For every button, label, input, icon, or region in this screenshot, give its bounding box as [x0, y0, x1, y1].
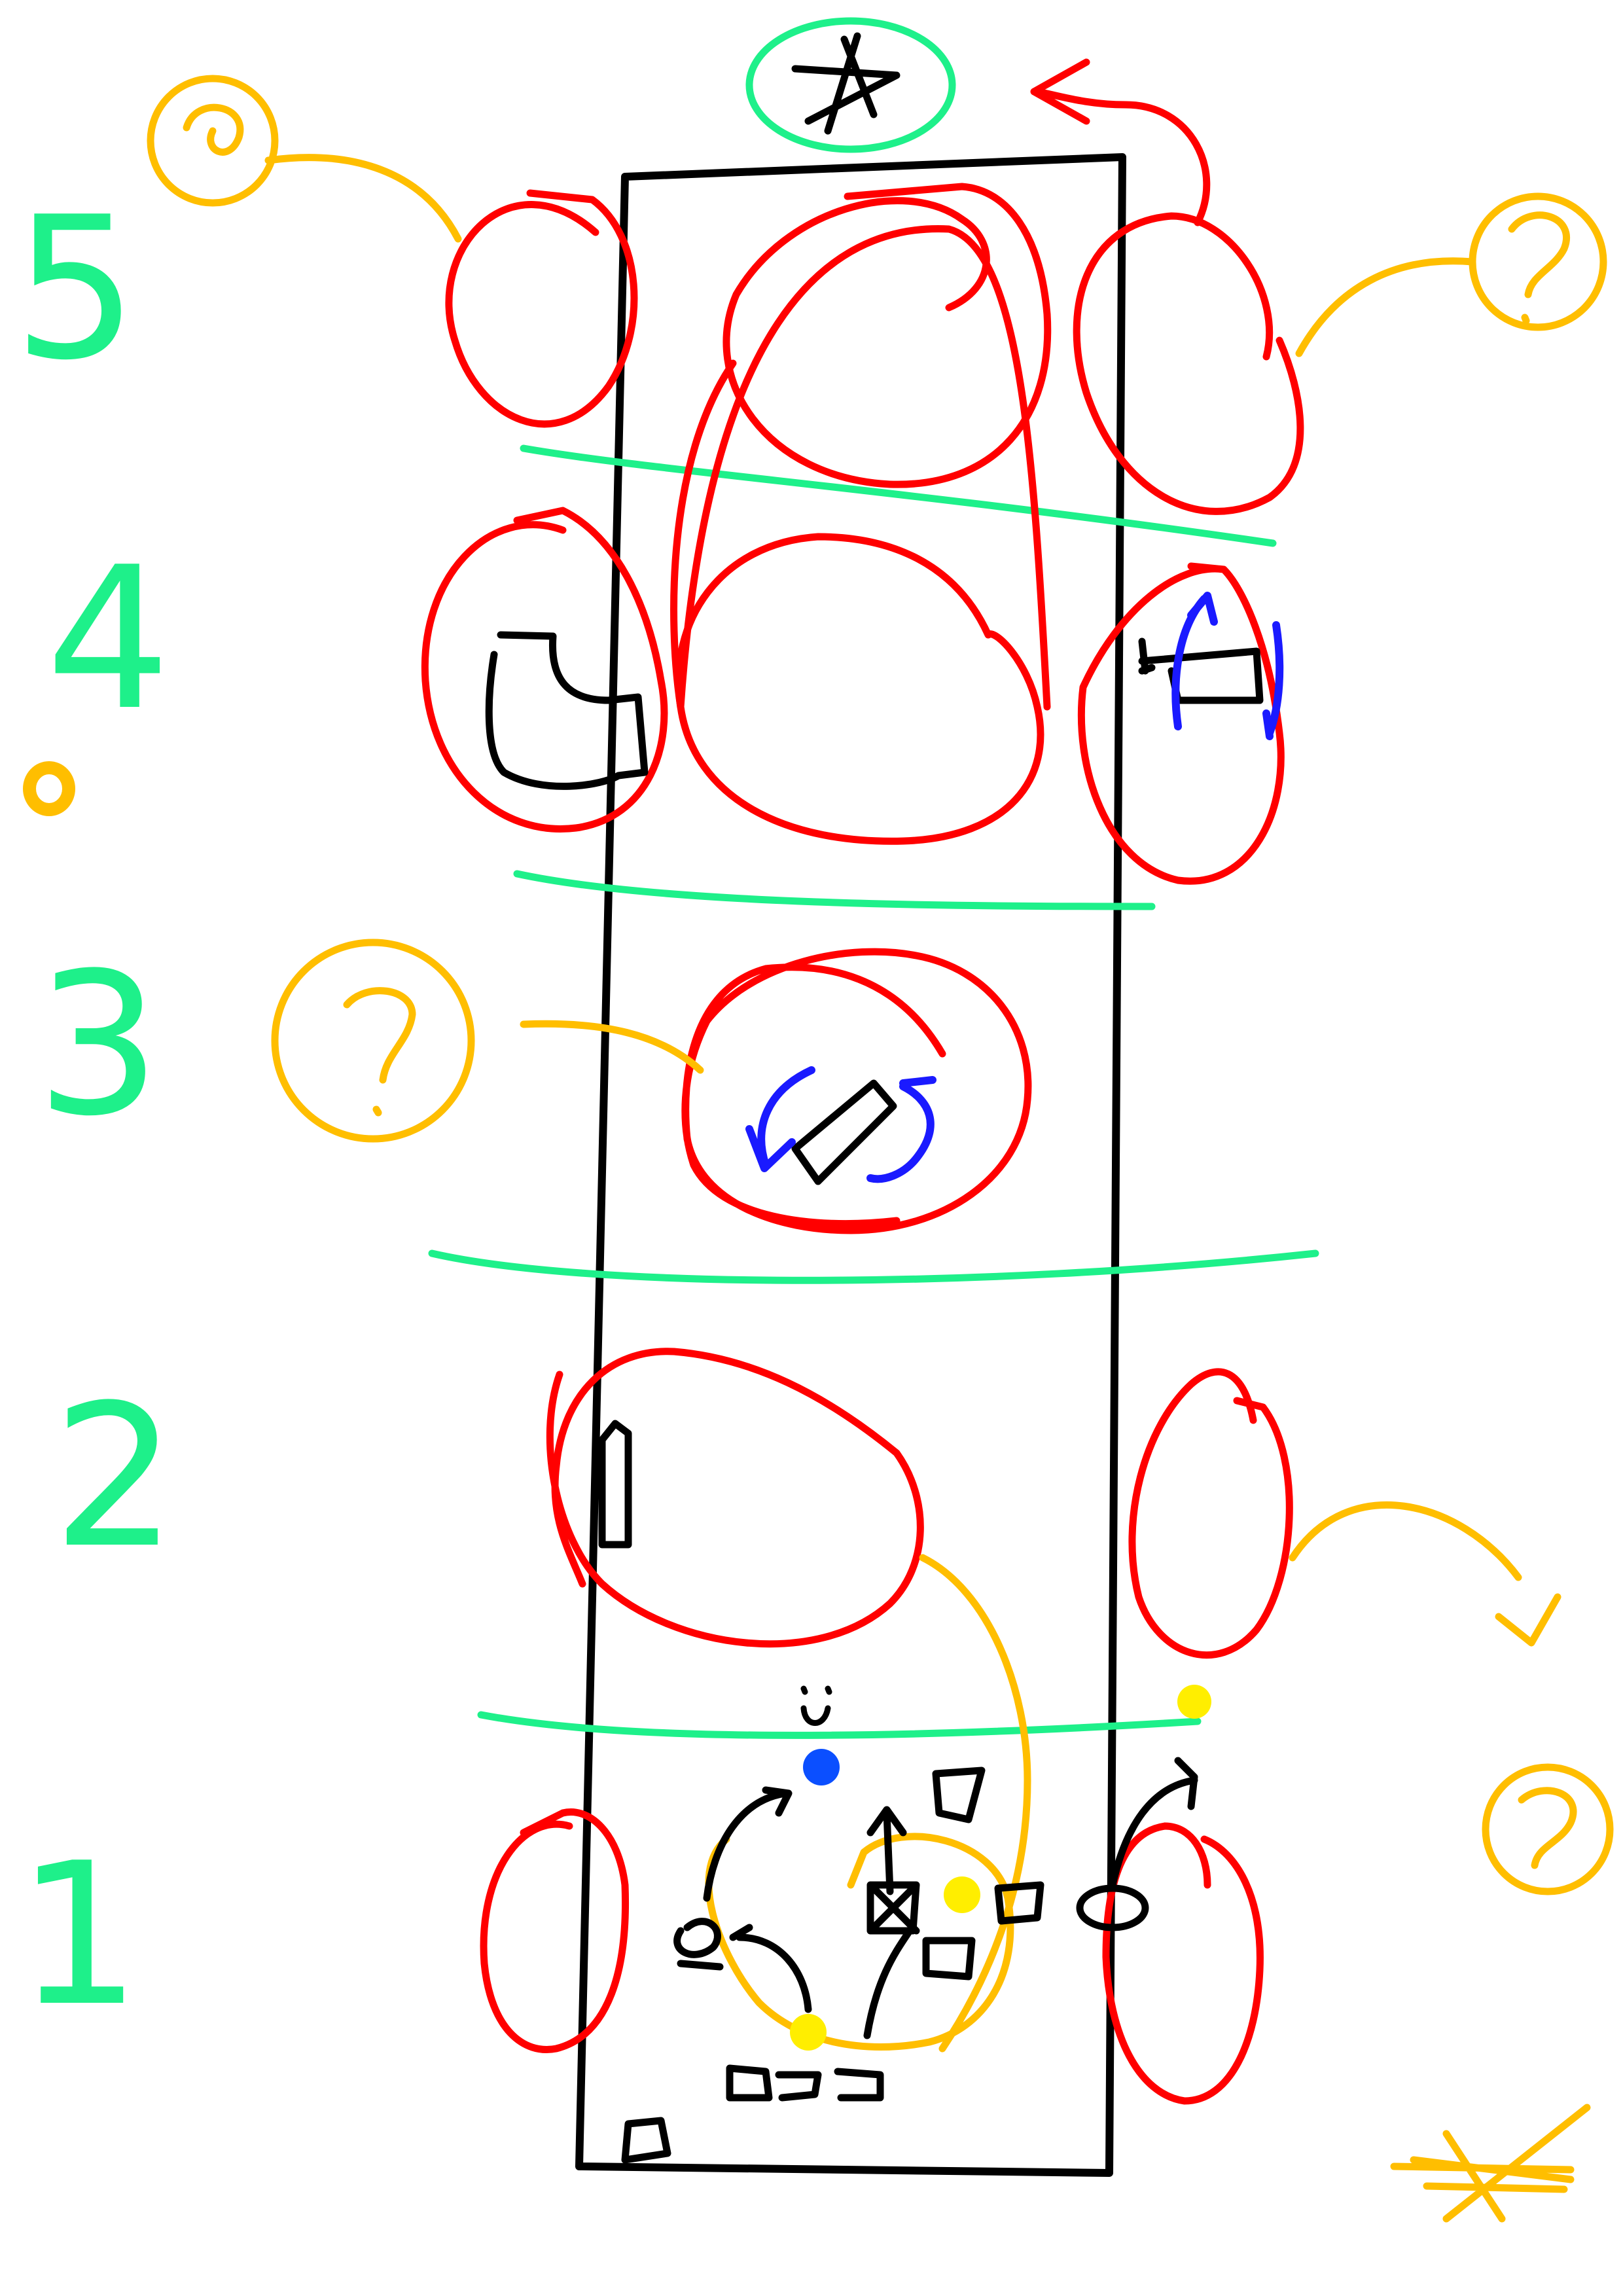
- level1-chair-c: [994, 1881, 1044, 1925]
- level2-right-circle: [1128, 1368, 1293, 1659]
- level4-left-furniture: [485, 631, 649, 790]
- level-1-label: 1: [16, 1821, 141, 2049]
- rotate-left-icon: [745, 1066, 815, 1172]
- level4-right-circle: [1077, 562, 1285, 885]
- level1-left-circle: [480, 1808, 630, 2053]
- asterisk-icon: [1390, 2104, 1591, 2223]
- divider-2-1: [477, 1711, 1202, 1739]
- level1-path-loop: [705, 1833, 1014, 2051]
- orange-dot-marker: [23, 761, 75, 816]
- divider-4-3: [513, 870, 1156, 910]
- arrow-to-blue-dot: [703, 1786, 793, 1902]
- question-circle-icon-level1: [1482, 1763, 1614, 1895]
- star-icon: [791, 32, 901, 135]
- level45-tall-loop: [670, 225, 1051, 711]
- question-mark-level3: [343, 987, 416, 1117]
- leader-top-right: [1295, 257, 1476, 357]
- top-oval: [745, 17, 956, 153]
- question-circle-icon-level3: [271, 939, 475, 1143]
- leader-level2-right: [1289, 1501, 1561, 1647]
- level-2-label: 2: [52, 1363, 177, 1591]
- level3-circle: [681, 948, 1032, 1234]
- level-3-label: 3: [36, 931, 161, 1159]
- level1-stool: [673, 1918, 724, 1971]
- arrow-curved-left: [729, 1924, 812, 2013]
- divider-3-2: [428, 1249, 1319, 1284]
- leader-level3: [520, 1020, 704, 1074]
- level4-left-circle: [421, 507, 668, 833]
- level2-left-circle: [546, 1348, 924, 1648]
- level5-center-circle: [722, 183, 1052, 488]
- level1-chair-b: [922, 1937, 976, 1981]
- yellow-dot-right: [1177, 1685, 1211, 1719]
- leader-top-left: [264, 154, 462, 243]
- blue-dot: [803, 1749, 840, 1785]
- rotate-clockwise-icon: [1171, 592, 1218, 730]
- level5-right-circle: [1073, 212, 1304, 515]
- door-mark: [621, 2117, 671, 2164]
- smiley-icon: [800, 1685, 832, 1726]
- level2-door: [598, 1420, 632, 1549]
- yellow-dot-low: [790, 2014, 827, 2051]
- level1-long-arc: [919, 1554, 1031, 2053]
- level1-bench: [726, 2064, 884, 2102]
- rotate-right-icon: [866, 1076, 936, 1183]
- divider-5-4: [520, 444, 1277, 547]
- arrow-right-climb: [1109, 1757, 1198, 1889]
- rotate-counter-icon: [1262, 621, 1284, 740]
- level4-center-circle: [675, 533, 1044, 845]
- question-circle-icon-top-left: [147, 75, 279, 207]
- arrow-from-bottom: [863, 1927, 914, 2039]
- level1-chair-a: [932, 1767, 986, 1823]
- level5-left-circle: [445, 189, 638, 428]
- level3-object: [791, 1079, 897, 1185]
- level1-right-circle: [1102, 1822, 1264, 2105]
- arrow-up-center: [866, 1806, 907, 1895]
- question-mark-top-left: [183, 103, 244, 156]
- level4-right-furniture: [1138, 637, 1264, 704]
- level-5-label: 5: [13, 175, 138, 403]
- question-mark-level1: [1518, 1787, 1577, 1869]
- yellow-dot-center: [944, 1876, 980, 1913]
- question-mark-top-right: [1508, 211, 1570, 325]
- rotate-arrow: [1030, 58, 1211, 226]
- wall-frame: [575, 153, 1126, 2177]
- level-4-label: 4: [46, 525, 171, 753]
